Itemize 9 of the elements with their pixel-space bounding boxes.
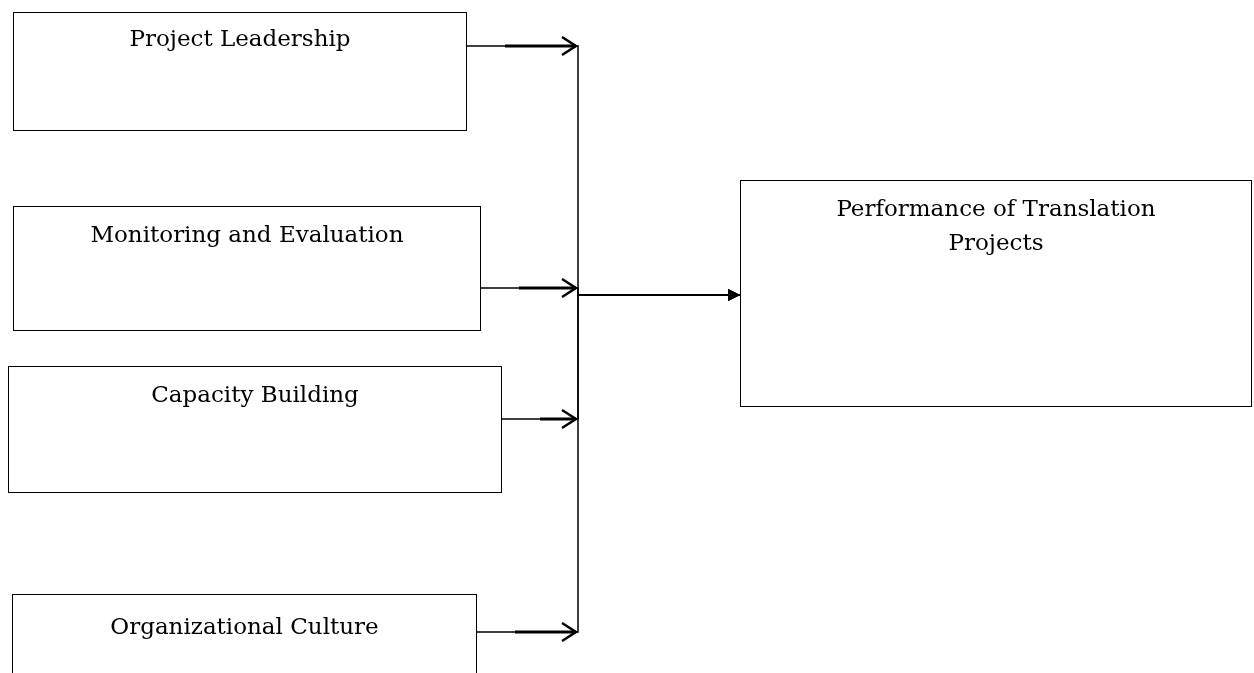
box-label: Organizational Culture [109, 612, 380, 641]
process-box [8, 366, 502, 493]
box-label: Performance of Translation Projects [835, 194, 1157, 257]
process-box [13, 206, 481, 331]
box-label: Project Leadership [128, 24, 352, 53]
process-box [13, 12, 467, 131]
box-label: Monitoring and Evaluation [89, 220, 405, 249]
process-box [740, 180, 1252, 407]
box-label: Capacity Building [150, 380, 360, 409]
